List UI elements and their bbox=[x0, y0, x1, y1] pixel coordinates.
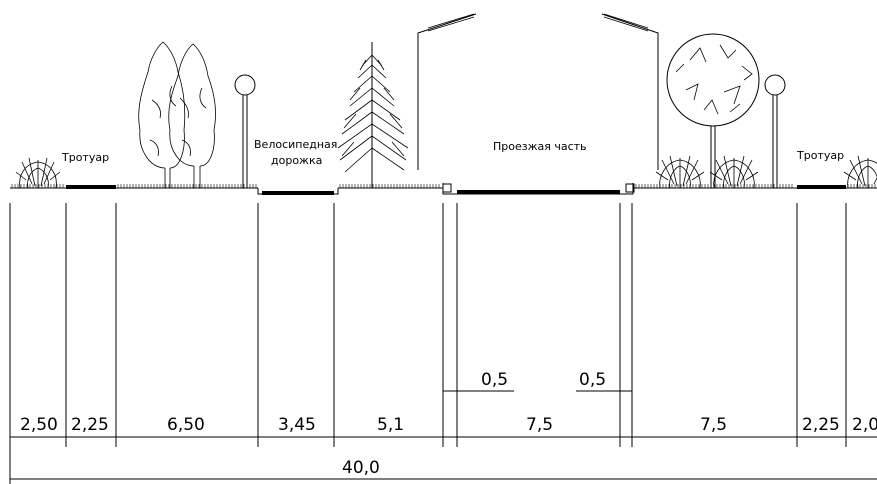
shrub-icon bbox=[15, 157, 61, 189]
dimension-value: 2,0 bbox=[852, 415, 877, 435]
dimension-value: 7,5 bbox=[526, 415, 553, 435]
dimension-value: 5,1 bbox=[377, 415, 404, 435]
curb-right bbox=[625, 183, 635, 193]
bike-lane-label-line1: Велосипедная bbox=[254, 138, 337, 151]
dimension-value: 6,50 bbox=[167, 415, 205, 435]
carriageway-label: Проезжая часть bbox=[493, 140, 587, 153]
grass-hatching bbox=[11, 184, 876, 188]
shrub-icon bbox=[655, 155, 705, 189]
dimension-value: 2,50 bbox=[20, 415, 58, 435]
building-outline-icon bbox=[417, 13, 659, 170]
curb-dimension-left: 0,5 bbox=[481, 370, 508, 390]
tree-icon bbox=[138, 41, 186, 188]
sidewalk-left-label: Тротуар bbox=[61, 151, 109, 164]
tree-icon bbox=[168, 43, 216, 188]
shrub-icon bbox=[843, 155, 877, 189]
sidewalk-right-label: Тротуар bbox=[796, 149, 844, 162]
extension-lines bbox=[9, 203, 847, 484]
bike-lane-label-line2: дорожка bbox=[271, 154, 322, 167]
shrub-icon bbox=[709, 155, 759, 189]
dimension-value: 7,5 bbox=[700, 415, 727, 435]
curb-left bbox=[442, 183, 452, 193]
dimension-value: 3,45 bbox=[278, 415, 316, 435]
fir-tree-icon bbox=[337, 42, 409, 188]
dimension-lines bbox=[10, 390, 877, 480]
curb-dimension-right: 0,5 bbox=[579, 370, 606, 390]
total-width-value: 40,0 bbox=[342, 458, 380, 478]
street-lamp-icon bbox=[764, 74, 786, 188]
dimension-value: 2,25 bbox=[802, 415, 840, 435]
dimension-value: 2,25 bbox=[71, 415, 109, 435]
street-lamp-icon bbox=[234, 74, 256, 188]
round-tree-icon bbox=[666, 33, 760, 188]
